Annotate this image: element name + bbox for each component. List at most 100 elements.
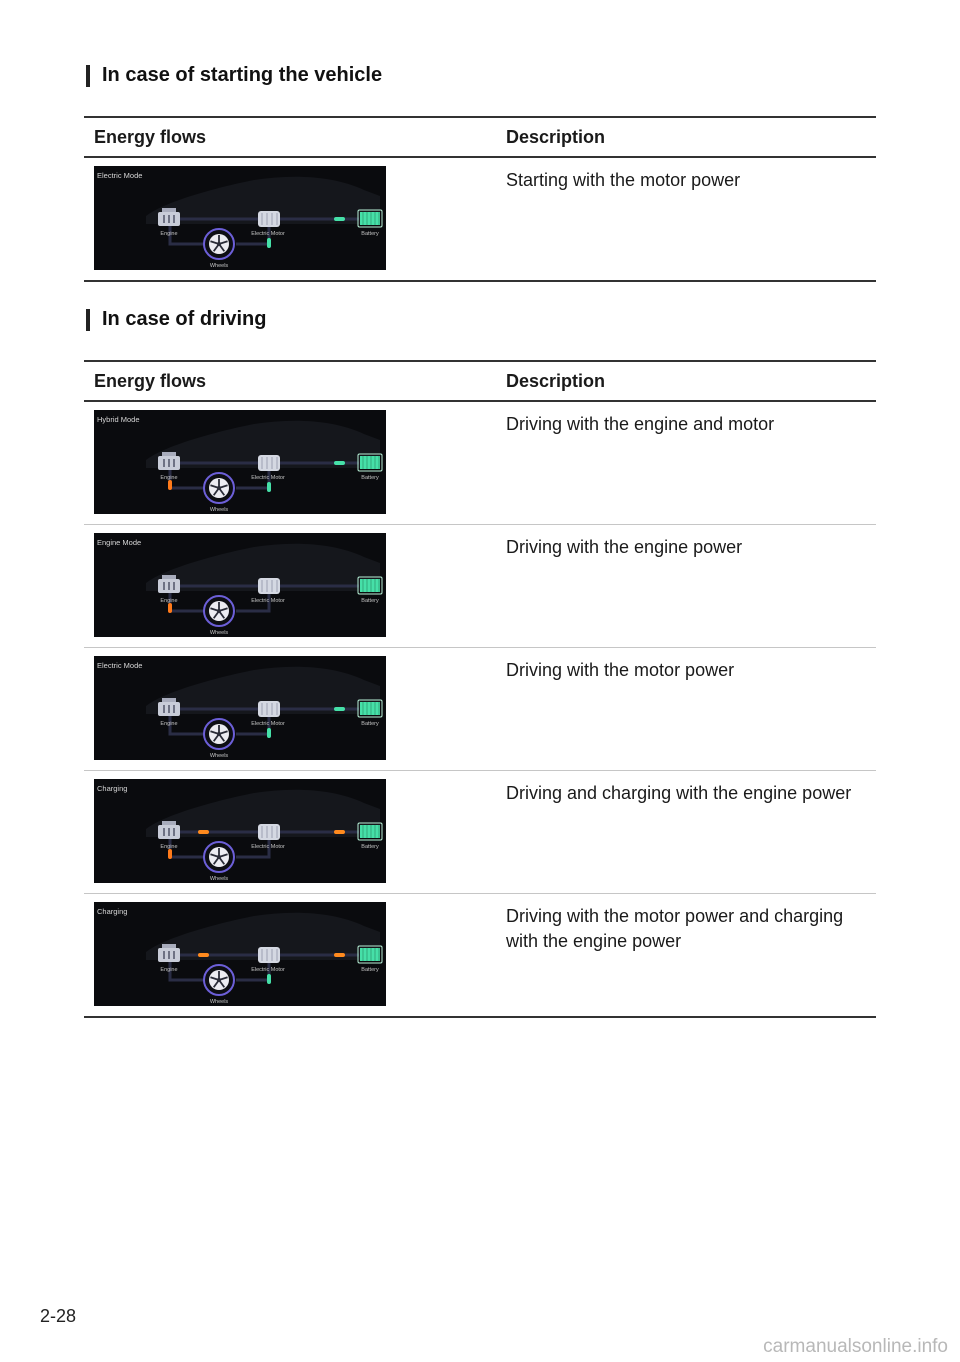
engine-label: Engine <box>160 967 177 973</box>
engine-wheel-line <box>168 226 204 246</box>
wheels-label: Wheels <box>210 999 229 1005</box>
engine-head <box>162 452 176 456</box>
electric-motor-icon <box>258 578 280 594</box>
battery-case <box>357 699 383 718</box>
battery-icon <box>357 822 383 841</box>
battery-label: Battery <box>361 844 379 850</box>
mode-label: Electric Mode <box>97 171 142 180</box>
battery-label: Battery <box>361 475 379 481</box>
description-cell: Driving with the motor power and chargin… <box>506 893 876 1018</box>
engine-motor-flow <box>198 830 209 834</box>
motor-wheel-flow <box>267 238 271 248</box>
mode-label: Electric Mode <box>97 661 142 670</box>
electric-motor-icon <box>258 824 280 840</box>
engine-label: Engine <box>160 721 177 727</box>
description-cell: Driving with the engine and motor <box>506 401 876 525</box>
engine-cylinder <box>168 215 170 223</box>
electric-motor-label: Electric Motor <box>251 598 285 604</box>
column-header-description: Description <box>506 116 876 158</box>
table-header-row: Energy flows Description <box>84 360 876 402</box>
motor-wheel-line <box>236 593 271 613</box>
car-silhouette <box>146 789 380 837</box>
battery-icon <box>357 209 383 228</box>
electric-motor-icon <box>258 701 280 717</box>
section-heading-starting: In case of starting the vehicle <box>86 64 382 87</box>
engine-label: Engine <box>160 844 177 850</box>
motor-battery-flow <box>334 953 345 957</box>
section-heading-text: In case of starting the vehicle <box>102 64 383 86</box>
description-cell: Driving with the engine power <box>506 524 876 648</box>
battery-label: Battery <box>361 598 379 604</box>
page-number: 2-28 <box>40 1306 77 1326</box>
engine-cylinder <box>173 215 175 223</box>
engine-cylinder <box>163 215 165 223</box>
engine-wheel-line <box>168 962 204 982</box>
car-silhouette <box>146 912 380 960</box>
battery-label: Battery <box>361 967 379 973</box>
motor-battery-flow <box>334 830 345 834</box>
engine-cylinder <box>173 705 175 713</box>
wheels-label: Wheels <box>210 876 229 882</box>
wheel-icon <box>203 964 235 996</box>
car-silhouette <box>146 176 380 224</box>
wheels-label: Wheels <box>210 753 229 759</box>
heading-bar <box>86 64 90 87</box>
wheel-hub <box>217 242 221 246</box>
battery-icon <box>357 453 383 472</box>
engine-cylinder <box>168 828 170 836</box>
battery-label: Battery <box>361 721 379 727</box>
description-cell: Driving and charging with the engine pow… <box>506 770 876 894</box>
motor-body <box>258 824 280 840</box>
engine-icon <box>158 698 180 716</box>
wheel-hub <box>217 732 221 736</box>
engine-cylinder <box>163 705 165 713</box>
motor-battery-flow <box>334 707 345 711</box>
engine-icon <box>158 821 180 839</box>
engine-cylinder <box>168 459 170 467</box>
battery-case <box>357 209 383 228</box>
engine-head <box>162 575 176 579</box>
watermark: carmanualsonline.info <box>763 1336 948 1357</box>
engine-head <box>162 208 176 212</box>
engine-icon <box>158 452 180 470</box>
engine-label: Engine <box>160 475 177 481</box>
electric-motor-icon <box>258 947 280 963</box>
motor-body <box>258 455 280 471</box>
mode-label: Charging <box>97 784 127 793</box>
engine-label: Engine <box>160 598 177 604</box>
heading-bar <box>86 308 90 331</box>
engine-icon <box>158 208 180 226</box>
description-cell: Starting with the motor power <box>506 157 876 282</box>
mode-label: Hybrid Mode <box>97 415 140 424</box>
engine-wheel-flow <box>168 603 172 613</box>
battery-case <box>357 822 383 841</box>
electric-motor-label: Electric Motor <box>251 721 285 727</box>
electric-motor-label: Electric Motor <box>251 475 285 481</box>
car-silhouette <box>146 543 380 591</box>
engine-wheel-line <box>168 716 204 736</box>
engine-cylinder <box>163 828 165 836</box>
car-silhouette <box>146 420 380 468</box>
motor-body <box>258 211 280 227</box>
electric-motor-label: Electric Motor <box>251 967 285 973</box>
